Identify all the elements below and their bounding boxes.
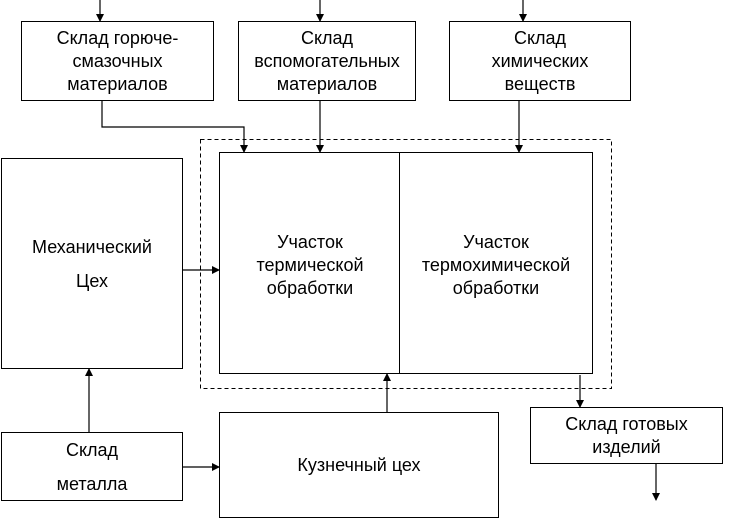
metal-warehouse-label-line-2: металла [56,473,128,494]
auxiliary-warehouse-label-line-2: вспомогательных [254,50,400,71]
chemicals-warehouse-label-line-3: веществ [504,73,576,94]
forge-shop-label-line-1: Кузнечный цех [297,454,421,475]
thermochemical-treatment-label-line-1: Участок [463,232,529,252]
auxiliary-warehouse-box: Склад вспомогательных материалов [238,21,416,101]
mechanical-shop-label-line-2: Цех [76,270,108,291]
finished-goods-warehouse-label-line-1: Склад готовых [565,413,688,434]
heat-treatment-label-line-3: обработки [266,278,354,298]
mechanical-shop-box: Механический Цех [1,158,183,369]
lubricants-warehouse-label-line-3: материалов [67,73,168,94]
lubricants-warehouse-label-line-2: смазочных [72,50,163,71]
thermochemical-treatment-label-line-3: обработки [452,278,540,298]
thermochemical-treatment-box: Участок термохимической обработки [399,152,593,374]
metal-warehouse-box: Склад металла [1,432,183,501]
finished-goods-warehouse-box: Склад готовых изделий [530,407,723,464]
lubricants-warehouse-label-line-1: Склад горюче- [56,27,179,48]
heat-treatment-label-line-2: термической [256,255,364,275]
chemicals-warehouse-label-line-1: Склад [513,27,567,48]
thermochemical-treatment-label-line-2: термохимической [421,255,571,275]
mechanical-shop-label-line-1: Механический [32,236,152,257]
heat-treatment-box: Участок термической обработки [219,152,401,374]
forge-shop-box: Кузнечный цех [219,412,499,518]
chemicals-warehouse-box: Склад химических веществ [449,21,631,101]
arrow-lubricants-to-heat-treatment [101,101,248,153]
lubricants-warehouse-box: Склад горюче- смазочных материалов [21,21,214,101]
auxiliary-warehouse-label-line-3: материалов [276,73,378,94]
auxiliary-warehouse-label-line-1: Склад [300,27,354,48]
finished-goods-warehouse-label-line-2: изделий [592,436,661,457]
chemicals-warehouse-label-line-2: химических [491,50,589,71]
metal-warehouse-label-line-1: Склад [65,439,119,460]
heat-treatment-label-line-1: Участок [277,232,343,252]
treatment-group-frame [200,139,612,389]
